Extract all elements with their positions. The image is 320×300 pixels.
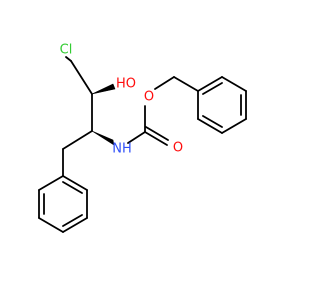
bond-ch2-right-ring xyxy=(173,76,199,92)
left-ring-bond-3 xyxy=(38,217,64,233)
right-ring-bond-5 xyxy=(197,118,223,134)
right-ring-bond-4 xyxy=(221,118,247,134)
left-ring-bond-4 xyxy=(62,217,88,233)
atom-label-carbonyl-oxygen: O xyxy=(173,141,183,156)
left-ring-inner-bond-3 xyxy=(62,181,83,194)
molecule-canvas: Cl HO NH O O xyxy=(38,42,247,233)
bond-carbonyl-oxygen-1 xyxy=(144,131,168,146)
right-ring-inner-bond-3 xyxy=(202,115,223,128)
wedge-bond-c2-oh xyxy=(91,83,116,95)
atom-label-nh: NH xyxy=(112,142,132,157)
bond-c3-ch2 xyxy=(62,130,93,150)
bond-ester-o-ch2 xyxy=(154,76,175,90)
wedge-bond-c3-nh xyxy=(91,130,115,146)
left-ring-bond-1 xyxy=(38,175,64,191)
atom-label-hydroxyl: HO xyxy=(116,77,136,92)
left-ring-bond-6 xyxy=(62,175,88,191)
right-ring-bond-1 xyxy=(197,76,223,92)
right-ring-bond-2 xyxy=(221,76,247,92)
bond-ch2-c2 xyxy=(70,60,93,95)
atom-label-ester-oxygen: O xyxy=(144,90,154,105)
bond-nh-carbonyl xyxy=(127,131,146,144)
bond-carbonyl-oxygen-2 xyxy=(145,126,169,141)
left-ring-inner-bond-2 xyxy=(62,214,83,227)
atom-label-chlorine: Cl xyxy=(60,43,73,58)
structure-diagram: Cl HO NH O O xyxy=(38,43,247,233)
bond-ch2-cl xyxy=(65,56,72,62)
right-ring-inner-bond-1 xyxy=(202,82,223,95)
